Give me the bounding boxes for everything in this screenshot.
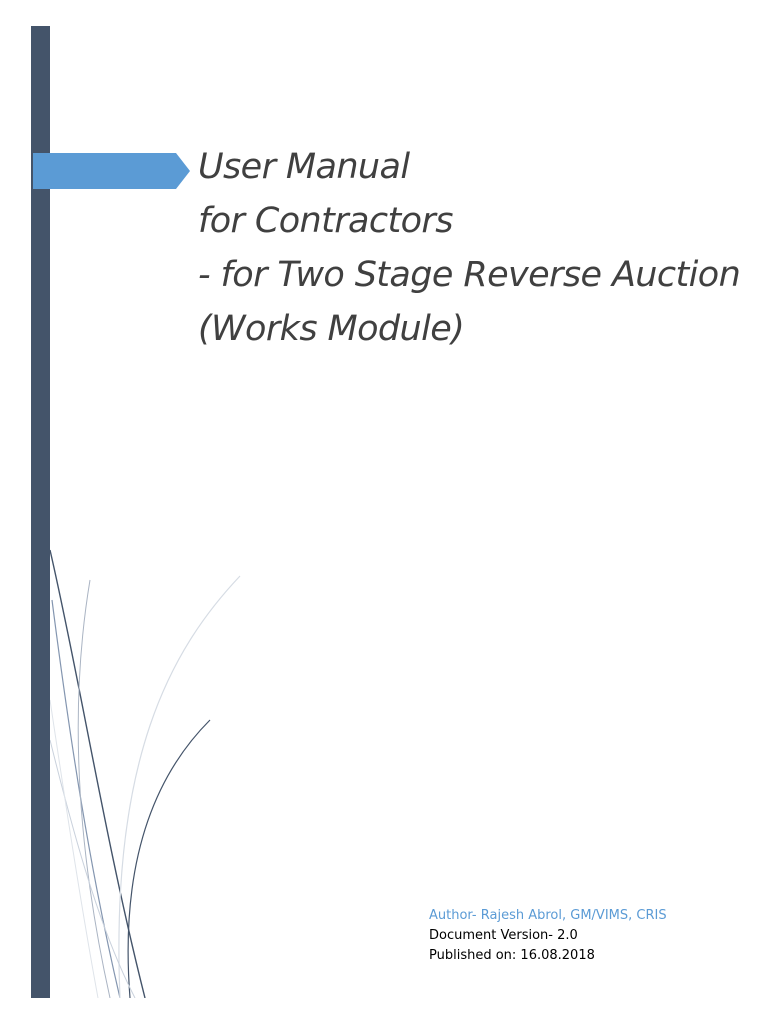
title-line-3: - for Two Stage Reverse Auction xyxy=(198,255,741,295)
title-line-2: for Contractors xyxy=(198,201,453,241)
decorative-curves xyxy=(50,540,250,998)
cover-sidebar-bar xyxy=(31,26,50,998)
document-meta: Author- Rajesh Abrol, GM/VIMS, CRIS Docu… xyxy=(429,906,759,966)
published-line: Published on: 16.08.2018 xyxy=(429,948,595,963)
title-line-1: User Manual xyxy=(198,147,410,187)
version-line: Document Version- 2.0 xyxy=(429,928,578,943)
author-line: Author- Rajesh Abrol, GM/VIMS, CRIS xyxy=(429,908,667,923)
document-title: User Manual for Contractors - for Two St… xyxy=(198,140,763,356)
title-arrow-banner xyxy=(33,153,190,189)
title-line-4: (Works Module) xyxy=(198,309,465,349)
